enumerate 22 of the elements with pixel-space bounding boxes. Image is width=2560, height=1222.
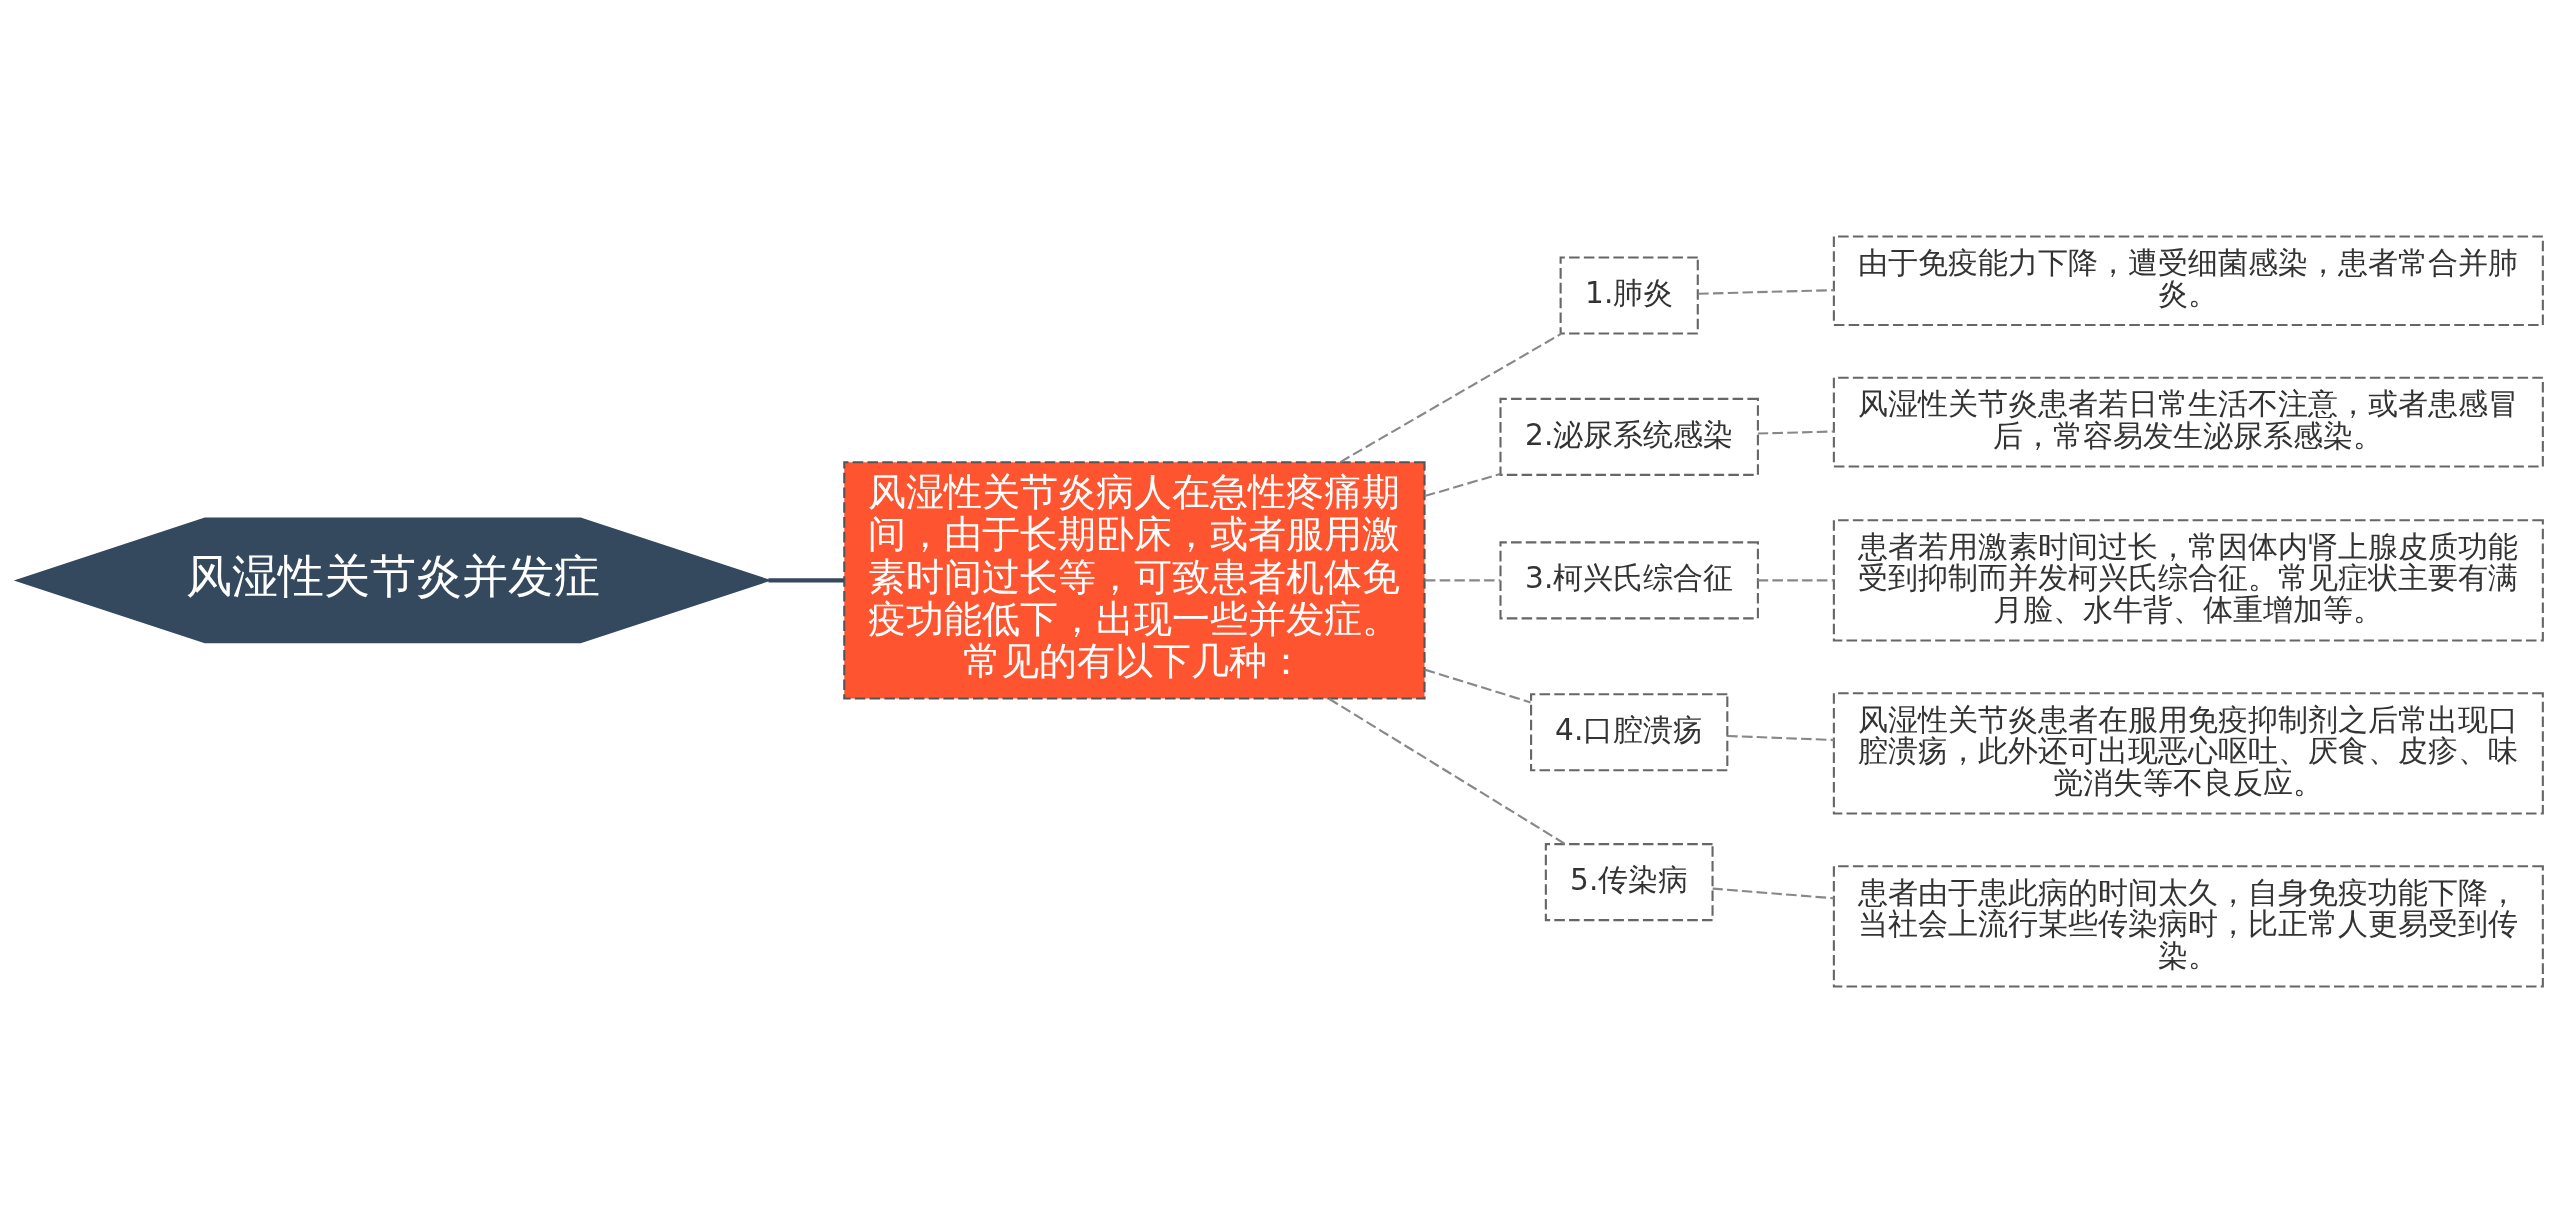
connector — [1757, 578, 1834, 581]
connector — [1424, 668, 1531, 703]
node-box: 患者若用激素时间过长，常因体内肾上腺皮质功能受到抑制而并发柯兴氏综合征。常见症状主要有满月脸、水牛背、体重增加等。 — [1832, 518, 2544, 642]
connector — [768, 577, 844, 582]
node-box: 风湿性关节炎患者在服用免疫抑制剂之后常出现口腔溃疡，此外还可出现恶心呕吐、厌食、皮疹、味觉消失等不良反应。 — [1832, 691, 2544, 815]
connector — [1712, 887, 1834, 899]
connector — [1424, 578, 1501, 581]
node-box: 风湿性关节炎患者若日常生活不注意，或者患感冒后，常容易发生泌尿系感染。 — [1832, 376, 2544, 467]
node-box: 2.泌尿系统感染 — [1499, 397, 1759, 476]
connector — [1339, 332, 1562, 463]
connector — [1424, 472, 1501, 497]
connector — [1328, 697, 1566, 845]
node-box: 患者由于患此病的时间太久，自身免疫功能下降，当社会上流行某些传染病时，比正常人更易受到传染。 — [1832, 864, 2544, 988]
connector — [1698, 288, 1834, 295]
node-box: 风湿性关节炎病人在急性疼痛期间，由于长期卧床，或者服用激素时间过长等，可致患者机体免疫功能低下，出现一些并发症。常见的有以下几种： — [843, 460, 1426, 700]
node-box: 5.传染病 — [1544, 842, 1714, 921]
node-box: 3.柯兴氏综合征 — [1499, 540, 1759, 619]
connector — [1727, 734, 1834, 741]
connector — [1757, 429, 1834, 435]
node-box: 1.肺炎 — [1559, 256, 1699, 335]
node-box: 4.口腔溃疡 — [1530, 692, 1729, 771]
node-box: 由于免疫能力下降，遭受细菌感染，患者常合并肺炎。 — [1832, 234, 2544, 326]
